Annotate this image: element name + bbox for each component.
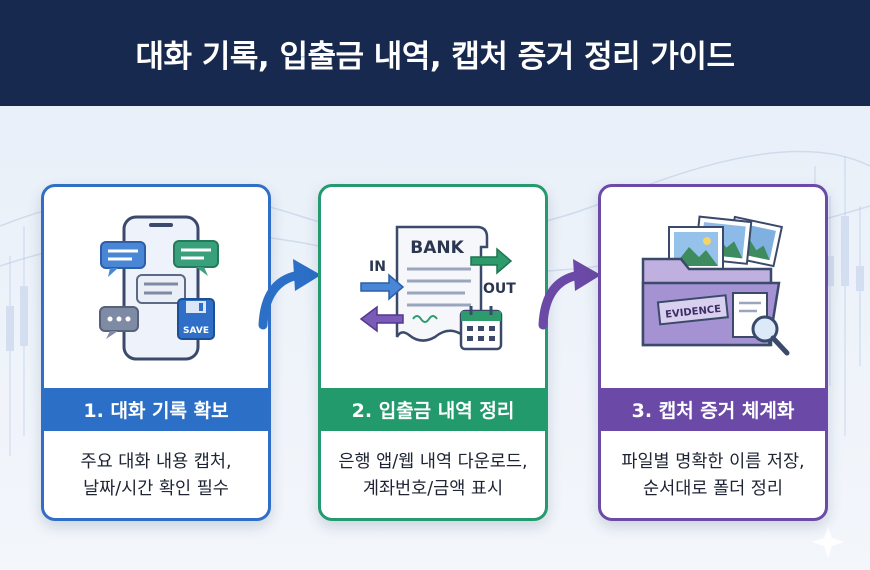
step-card-1: SAVE 1. 대화 기록 확보 주요 대화 내용 캡처, 날짜/시간 확인 필… [41, 184, 271, 521]
arrow-icon-1 [258, 259, 321, 330]
svg-text:SAVE: SAVE [183, 326, 209, 336]
step-2-heading: 2. 입출금 내역 정리 [321, 388, 545, 431]
header-bar: 대화 기록, 입출금 내역, 캡처 증거 정리 가이드 [0, 0, 870, 106]
step-3-heading: 3. 캡처 증거 체계화 [601, 388, 825, 431]
magnifier-icon [751, 315, 790, 356]
svg-text:BANK: BANK [410, 238, 464, 258]
svg-text:OUT: OUT [483, 281, 516, 297]
step-card-3: EVIDENCE 3. 캡처 증거 체계화 파일별 명확한 이름 저장, 순서대… [598, 184, 828, 521]
save-floppy-icon: SAVE [177, 298, 215, 340]
chat-phone-icon: SAVE [99, 215, 219, 361]
evidence-folder-icon: EVIDENCE [641, 215, 790, 356]
step-2-description: 은행 앱/웹 내역 다운로드, 계좌번호/금액 표시 [338, 452, 528, 499]
step-card-2: BANK IN OUT 2. 입출금 내역 정리 은행 앱/웹 내역 다운로드,… [318, 184, 548, 521]
step-3-description: 파일별 명확한 이름 저장, 순서대로 폴더 정리 [621, 452, 805, 499]
page-title: 대화 기록, 입출금 내역, 캡처 증거 정리 가이드 [135, 38, 735, 75]
arrow-icon-2 [538, 259, 601, 330]
bank-statement-icon: BANK IN OUT [359, 225, 516, 351]
step-1-heading: 1. 대화 기록 확보 [44, 388, 268, 431]
step-1-description: 주요 대화 내용 캡처, 날짜/시간 확인 필수 [80, 452, 232, 499]
calendar-icon [459, 306, 503, 351]
svg-text:IN: IN [369, 259, 386, 275]
